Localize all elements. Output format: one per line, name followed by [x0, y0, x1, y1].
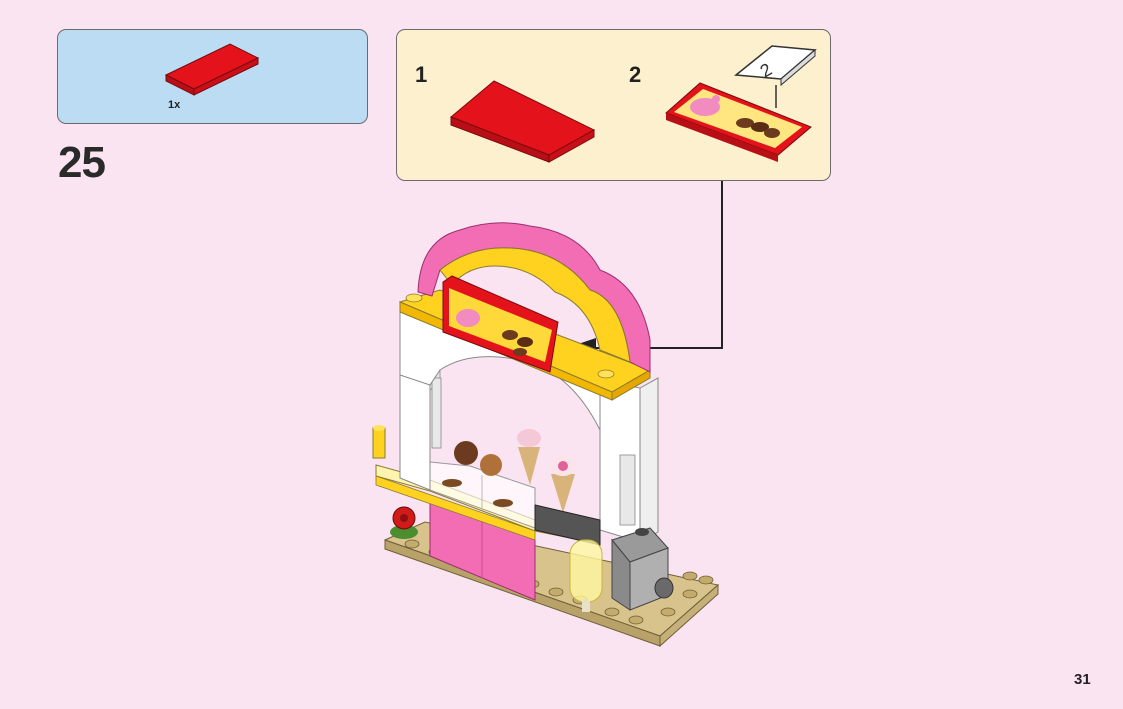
right-wall: [600, 378, 658, 542]
lamp-post: [373, 425, 385, 458]
flower-pot: [390, 507, 418, 539]
substep-1-red-tile: [451, 81, 594, 162]
substep-2-decorated-tile: [666, 83, 811, 162]
sticker-callout: [736, 46, 815, 108]
page-number: 31: [1074, 671, 1091, 688]
